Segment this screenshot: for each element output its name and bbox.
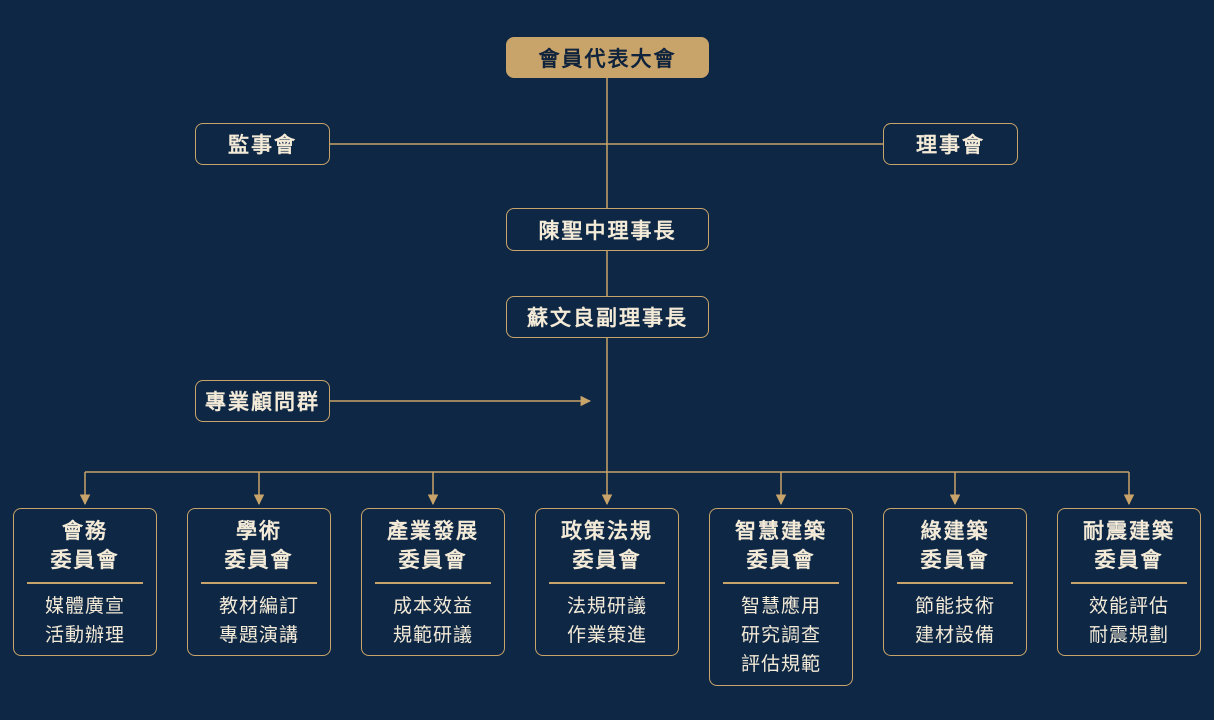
committee-name: 耐震建築: [1083, 519, 1175, 543]
vice-chairman-label: 蘇文良副理事長: [527, 306, 688, 330]
committee-suffix: 委員會: [50, 548, 120, 572]
committee-divider: [1071, 582, 1187, 584]
committee-card: 政策法規委員會法規研議作業策進: [535, 508, 679, 656]
committee-duty: 建材設備: [914, 623, 995, 646]
committee-duty: 規範研議: [392, 623, 473, 646]
committee-divider: [723, 582, 839, 584]
committee-duty: 耐震規劃: [1088, 623, 1169, 646]
committee-divider: [897, 582, 1013, 584]
committee-duty: 成本效益: [392, 594, 473, 617]
committee-suffix: 委員會: [920, 548, 990, 572]
committee-name: 智慧建築: [735, 519, 827, 543]
committee-duty: 評估規範: [740, 652, 821, 675]
chairman-box: 陳聖中理事長: [506, 208, 709, 251]
directors-box: 理事會: [883, 123, 1018, 165]
committee-duty: 活動辦理: [44, 623, 125, 646]
committee-duty: 媒體廣宣: [44, 594, 125, 617]
chairman-label: 陳聖中理事長: [538, 218, 677, 243]
committee-card: 綠建築委員會節能技術建材設備: [883, 508, 1027, 656]
general-assembly-label: 會員代表大會: [538, 46, 677, 71]
directors-label: 理事會: [916, 133, 985, 157]
committee-divider: [201, 582, 317, 584]
committee-duty: 節能技術: [914, 594, 995, 617]
committee-suffix: 委員會: [1094, 548, 1164, 572]
committee-suffix: 委員會: [224, 548, 294, 572]
committee-name: 會務: [62, 519, 108, 543]
general-assembly-box: 會員代表大會: [506, 37, 709, 78]
committee-card: 學術委員會教材編訂專題演講: [187, 508, 331, 656]
committee-card: 智慧建築委員會智慧應用研究調查評估規範: [709, 508, 853, 686]
committee-name: 學術: [236, 519, 282, 543]
committee-card: 會務委員會媒體廣宣活動辦理: [13, 508, 157, 656]
committee-duty: 專題演講: [218, 623, 299, 646]
committee-name: 產業發展: [387, 519, 479, 543]
committee-card: 產業發展委員會成本效益規範研議: [361, 508, 505, 656]
advisors-label: 專業顧問群: [205, 390, 320, 414]
supervisors-box: 監事會: [195, 123, 330, 165]
committee-duty: 效能評估: [1088, 594, 1169, 617]
committee-divider: [27, 582, 143, 584]
committee-suffix: 委員會: [746, 548, 816, 572]
committee-suffix: 委員會: [572, 548, 642, 572]
committee-duty: 智慧應用: [740, 594, 821, 617]
supervisors-label: 監事會: [228, 133, 297, 157]
committee-divider: [549, 582, 665, 584]
committee-duty: 研究調查: [740, 623, 821, 646]
committee-suffix: 委員會: [398, 548, 468, 572]
advisors-box: 專業顧問群: [195, 380, 330, 422]
committee-divider: [375, 582, 491, 584]
committee-name: 政策法規: [561, 519, 653, 543]
committee-duty: 法規研議: [566, 594, 647, 617]
committee-duty: 教材編訂: [218, 594, 299, 617]
committee-duty: 作業策進: [566, 623, 647, 646]
committee-name: 綠建築: [920, 519, 990, 543]
vice-chairman-box: 蘇文良副理事長: [506, 296, 709, 338]
committee-card: 耐震建築委員會效能評估耐震規劃: [1057, 508, 1201, 656]
